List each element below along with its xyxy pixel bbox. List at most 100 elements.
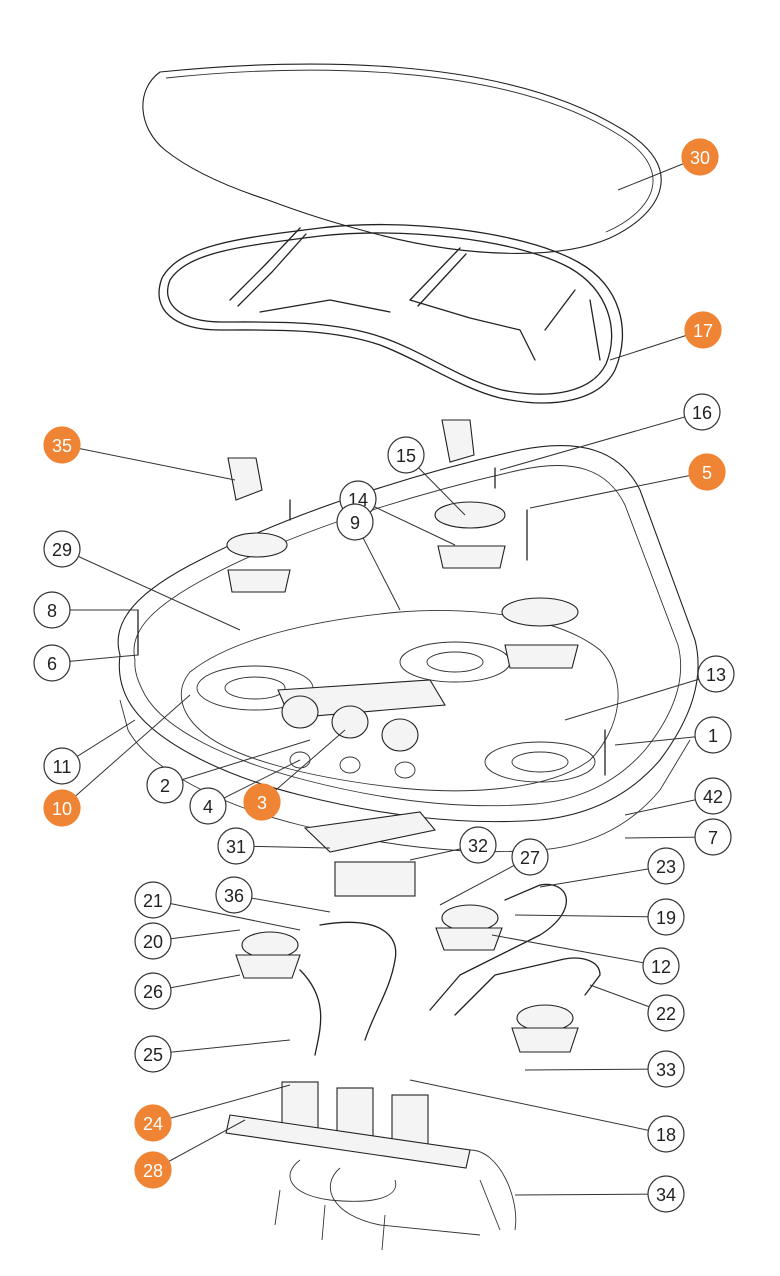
callout-23: 23	[539, 847, 685, 888]
leader-line-29	[61, 548, 241, 631]
callout-circle-35	[43, 426, 81, 464]
callout-circle-11	[43, 747, 81, 785]
callout-circle-31	[217, 827, 255, 865]
callout-circle-26	[134, 972, 172, 1010]
callout-circle-2	[146, 766, 184, 804]
callout-1: 1	[614, 716, 732, 754]
callout-circle-8	[33, 591, 71, 629]
callout-circle-7	[694, 818, 732, 856]
callout-circle-24	[134, 1104, 172, 1142]
callout-label-1: 1	[708, 726, 718, 746]
callout-25: 25	[134, 1035, 291, 1073]
callout-36: 36	[215, 876, 331, 914]
callout-22: 22	[589, 984, 685, 1032]
callout-circle-28	[134, 1151, 172, 1189]
callout-18: 18	[409, 1079, 685, 1153]
callout-19: 19	[514, 898, 685, 936]
callout-circle-20	[134, 922, 172, 960]
callout-label-33: 33	[656, 1060, 676, 1080]
glass-top-panel	[142, 63, 662, 254]
leader-line-35	[61, 444, 236, 481]
callout-30: 30	[617, 138, 719, 191]
leader-line-24	[152, 1084, 291, 1124]
burner-bodies	[235, 904, 579, 1053]
pan-support-grid	[158, 223, 623, 404]
leader-line-2	[164, 739, 311, 786]
leader-line-18	[409, 1079, 667, 1135]
callout-3: 3	[243, 729, 346, 821]
callout-circle-9	[336, 503, 374, 541]
callout-circle-15	[387, 436, 425, 474]
callout-circle-13	[697, 655, 735, 693]
callout-label-28: 28	[143, 1161, 163, 1181]
callout-circle-21	[134, 881, 172, 919]
callout-circle-32	[459, 826, 497, 864]
callout-circle-1	[694, 716, 732, 754]
bracket-35-right	[441, 419, 475, 463]
callout-circle-18	[647, 1115, 685, 1153]
callout-6: 6	[33, 644, 139, 682]
callout-label-9: 9	[350, 513, 360, 533]
callout-circle-5	[688, 453, 726, 491]
leader-line-21	[152, 899, 301, 931]
leader-line-33	[524, 1068, 667, 1071]
leader-line-16	[499, 411, 703, 471]
callout-label-17: 17	[693, 321, 713, 341]
wiring-harness	[274, 1149, 517, 1251]
callout-15: 15	[387, 436, 466, 516]
callout-circle-22	[647, 994, 685, 1032]
bracket-35-left	[227, 457, 263, 501]
callout-label-21: 21	[143, 891, 163, 911]
callout-12: 12	[491, 934, 680, 985]
callout-label-31: 31	[226, 837, 246, 857]
callout-label-42: 42	[703, 787, 723, 807]
callout-label-15: 15	[396, 446, 416, 466]
callout-34: 34	[514, 1175, 685, 1213]
callout-2: 2	[146, 739, 311, 804]
callout-circle-33	[647, 1050, 685, 1088]
callout-label-26: 26	[143, 982, 163, 1002]
callout-label-5: 5	[702, 463, 712, 483]
leader-line-25	[152, 1039, 291, 1055]
callout-label-2: 2	[160, 776, 170, 796]
callout-circle-29	[43, 530, 81, 568]
callout-24: 24	[134, 1084, 291, 1142]
callout-label-13: 13	[706, 665, 726, 685]
control-knob-panel	[277, 679, 446, 779]
callout-9: 9	[336, 503, 401, 611]
leader-line-34	[514, 1193, 667, 1196]
callout-label-10: 10	[52, 799, 72, 819]
callout-label-4: 4	[203, 797, 213, 817]
callout-11: 11	[43, 719, 136, 785]
callout-4: 4	[189, 759, 301, 825]
callout-circle-36	[215, 876, 253, 914]
callout-17: 17	[609, 311, 722, 361]
callout-label-12: 12	[651, 957, 671, 977]
callout-label-32: 32	[468, 836, 488, 856]
callout-label-8: 8	[47, 601, 57, 621]
callout-7: 7	[624, 818, 732, 856]
burner-caps	[226, 501, 579, 669]
callout-16: 16	[499, 393, 721, 471]
callout-13: 13	[564, 655, 735, 721]
callout-circle-25	[134, 1035, 172, 1073]
callout-label-30: 30	[690, 148, 710, 168]
callout-label-6: 6	[47, 654, 57, 674]
callout-label-25: 25	[143, 1045, 163, 1065]
callout-label-27: 27	[520, 848, 540, 868]
leader-line-12	[491, 934, 662, 967]
callout-circle-10	[43, 789, 81, 827]
callout-8: 8	[33, 591, 138, 629]
callout-29: 29	[43, 530, 241, 631]
callout-label-16: 16	[692, 403, 712, 423]
callout-circle-42	[694, 777, 732, 815]
callout-label-29: 29	[52, 540, 72, 560]
callout-circle-19	[647, 898, 685, 936]
callout-circle-16	[683, 393, 721, 431]
gas-pipes	[299, 883, 601, 1056]
callout-circle-12	[642, 947, 680, 985]
callout-label-34: 34	[656, 1185, 676, 1205]
callout-26: 26	[134, 972, 241, 1010]
